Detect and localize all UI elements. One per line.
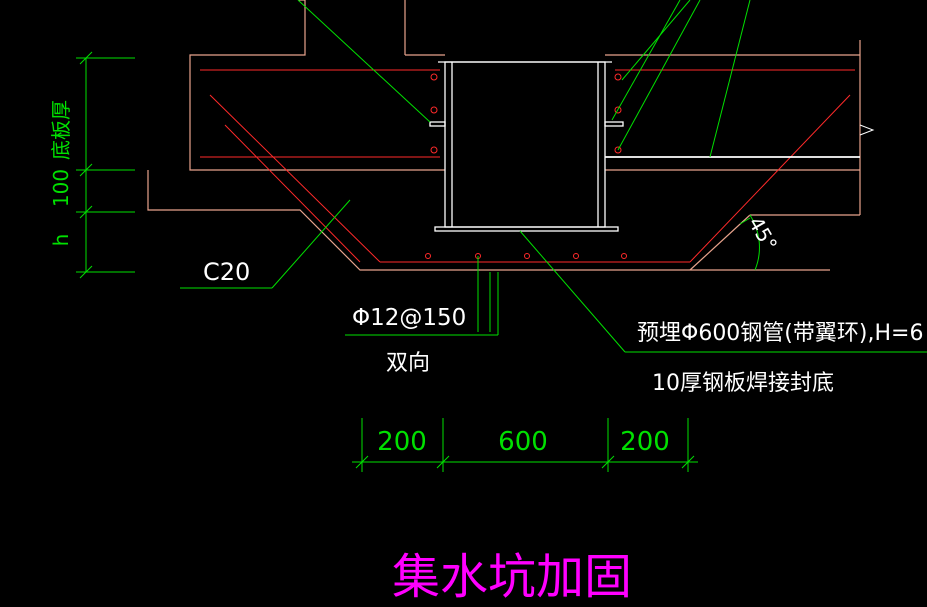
concrete-outline: [147, 0, 861, 271]
break-symbol: [859, 124, 875, 136]
plate-note-label: 10厚钢板焊接封底: [652, 371, 834, 396]
steel-pipe: [429, 61, 860, 232]
horizontal-dimension: [352, 418, 698, 472]
rebar-spec-label: Φ12@150: [352, 305, 466, 331]
dim-right-200: 200: [620, 427, 670, 457]
dim-left-200: 200: [377, 427, 427, 457]
dim-100-label: 100: [49, 169, 73, 207]
drawing-title: 集水坑加固: [392, 549, 632, 605]
dim-middle-600: 600: [498, 427, 548, 457]
slab-thickness-label: 底板厚: [49, 100, 73, 160]
leader-lines: [180, 0, 927, 353]
concrete-grade-label: C20: [203, 258, 250, 286]
rebar-direction-label: 双向: [386, 351, 430, 376]
rebar-dots: [425, 73, 627, 259]
pipe-note-label: 预埋Φ600钢管(带翼环),H=6: [637, 321, 923, 346]
vertical-dimension: [76, 51, 135, 279]
dim-h-label: h: [49, 234, 73, 247]
